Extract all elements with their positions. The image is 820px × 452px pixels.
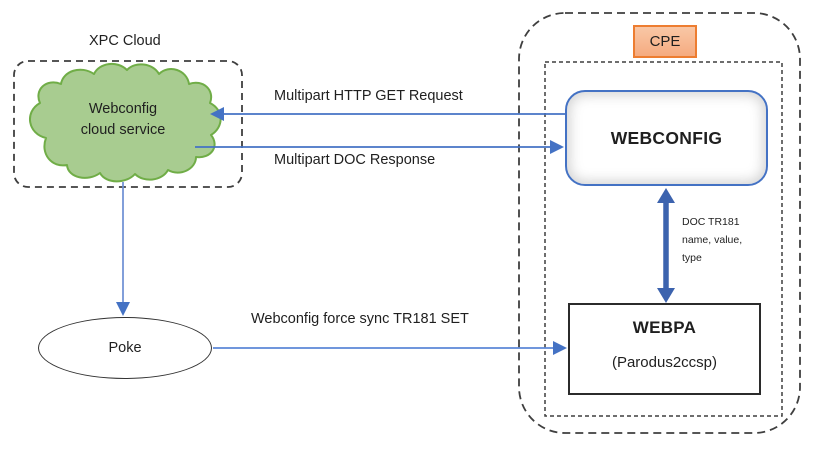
arrow-label-doc-response: Multipart DOC Response [274, 152, 436, 168]
webconfig-cloud-service-label: Webconfig cloud service [80, 101, 166, 138]
arrow-doc-tr181-head-up [657, 188, 675, 203]
poke-node: Poke [38, 317, 212, 379]
arrow-cloud-to-poke-head [116, 302, 130, 316]
webpa-subtitle: (Parodus2ccsp) [611, 354, 718, 371]
arrow-doc-response-head [550, 140, 564, 154]
arrow-get-request-head [210, 107, 224, 121]
arrow-label-get-request: Multipart HTTP GET Request [274, 88, 463, 104]
cpe-outer-dashed-box [518, 12, 801, 434]
arrow-doc-tr181-head-down [657, 288, 675, 303]
arrow-force-sync-head [553, 341, 567, 355]
cpe-inner-dashed-box [544, 61, 783, 417]
cloud-shape [29, 62, 222, 183]
cpe-tag: CPE [633, 25, 697, 58]
webpa-node: WEBPA (Parodus2ccsp) [568, 303, 761, 395]
arrow-label-doc-tr181: DOC TR181 name, value, type [682, 216, 743, 264]
webconfig-node: WEBCONFIG [565, 90, 768, 186]
webpa-title: WEBPA [632, 318, 697, 337]
arrow-label-force-sync: Webconfig force sync TR181 SET [251, 311, 469, 327]
xpc-cloud-dashed-box [13, 60, 243, 188]
xpc-cloud-title: XPC Cloud [89, 33, 161, 49]
